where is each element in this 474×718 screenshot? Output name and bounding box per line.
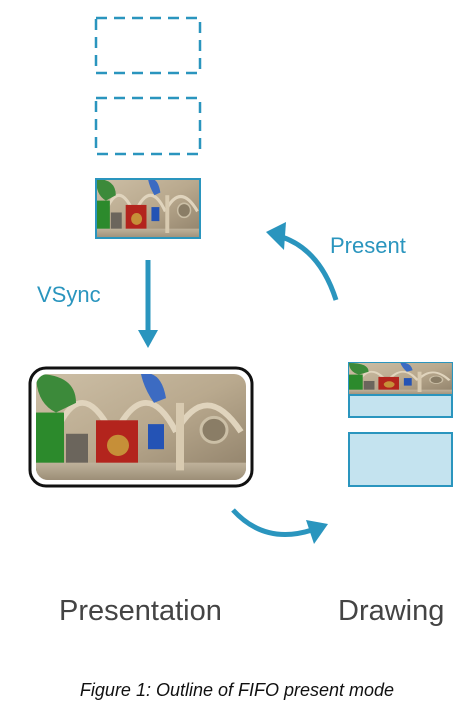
curved-arrow-icon	[231, 508, 328, 544]
present-label: Present	[330, 233, 406, 258]
arrow-down-icon	[138, 260, 158, 348]
queued-image	[95, 178, 201, 239]
drawing-buffer-in-progress	[348, 362, 453, 418]
figure-caption: Figure 1: Outline of FIFO present mode	[79, 680, 395, 700]
curved-arrow-icon	[266, 222, 339, 301]
presentation-image	[28, 366, 254, 488]
drawing-label: Drawing	[338, 595, 445, 627]
vsync-label: VSync	[37, 282, 101, 307]
empty-queue-slot	[94, 96, 202, 156]
empty-queue-slot	[94, 16, 202, 75]
drawing-buffer-empty	[348, 432, 453, 487]
presentation-label: Presentation	[59, 595, 222, 627]
